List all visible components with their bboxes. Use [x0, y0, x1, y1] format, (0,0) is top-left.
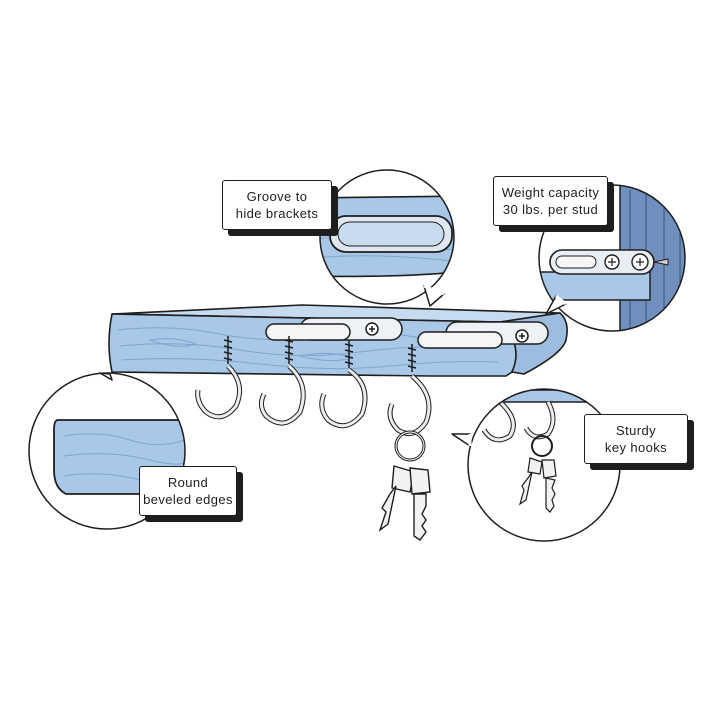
groove-detail-circle [319, 169, 455, 307]
edges-callout-line-2: beveled edges [143, 492, 233, 507]
hooks-callout-label: Sturdy key hooks [584, 414, 688, 464]
hooks-callout-line-1: Sturdy [616, 423, 656, 438]
weight-callout-label: Weight capacity 30 lbs. per stud [493, 176, 608, 226]
screw-hook-icon [195, 336, 432, 437]
groove-callout-line-2: hide brackets [235, 206, 319, 221]
weight-callout-line-1: Weight capacity [501, 185, 600, 200]
groove-callout-line-1: Groove to [246, 189, 308, 204]
groove-callout-label: Groove to hide brackets [222, 180, 332, 230]
hooks-detail-circle [451, 388, 621, 542]
bracket-icon [265, 317, 549, 349]
edges-callout-label: Round beveled edges [139, 466, 237, 516]
edges-callout-line-1: Round [167, 475, 209, 490]
key-icon [378, 430, 431, 541]
weight-callout-line-2: 30 lbs. per stud [502, 202, 599, 217]
hooks-callout-line-2: key hooks [604, 440, 668, 455]
